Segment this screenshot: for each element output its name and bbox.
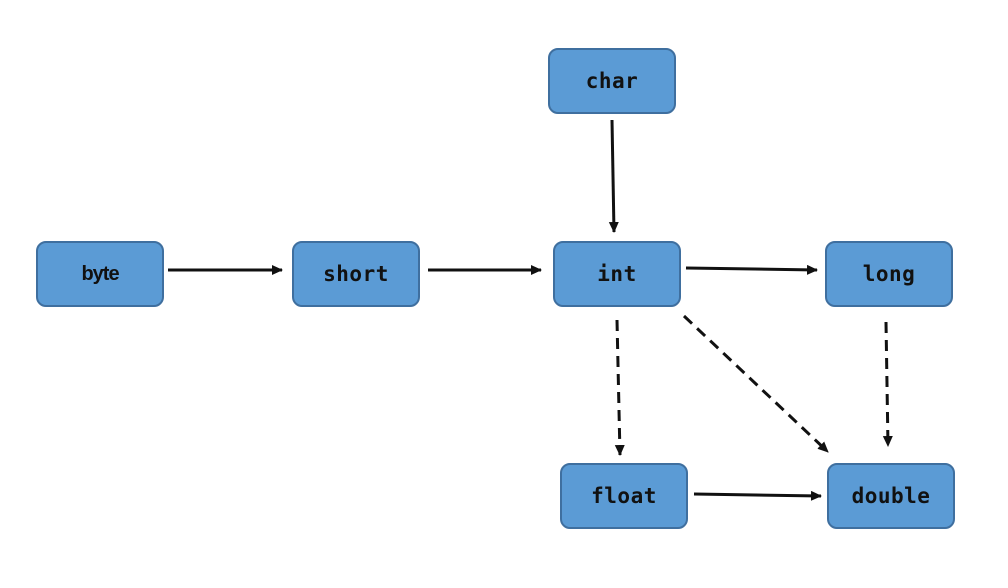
arrow-char-to-int [608,119,619,233]
node-int: int [553,241,681,307]
arrow-int-to-double [682,314,830,454]
arrow-int-to-long [685,264,818,275]
arrow-float-to-double [693,490,822,501]
node-double: double [827,463,955,529]
node-double-label: double [851,484,931,508]
node-short: short [292,241,420,307]
node-long: long [825,241,953,307]
node-char: char [548,48,676,114]
node-int-label: int [597,262,637,286]
arrow-int-to-float [614,319,625,456]
node-byte: byte [36,241,164,307]
node-float: float [560,463,688,529]
node-byte-label: byte [81,262,119,285]
node-long-label: long [862,262,916,286]
node-float-label: float [591,484,657,508]
arrow-long-to-double [882,321,893,447]
node-short-label: short [323,262,389,286]
node-char-label: char [585,69,639,93]
